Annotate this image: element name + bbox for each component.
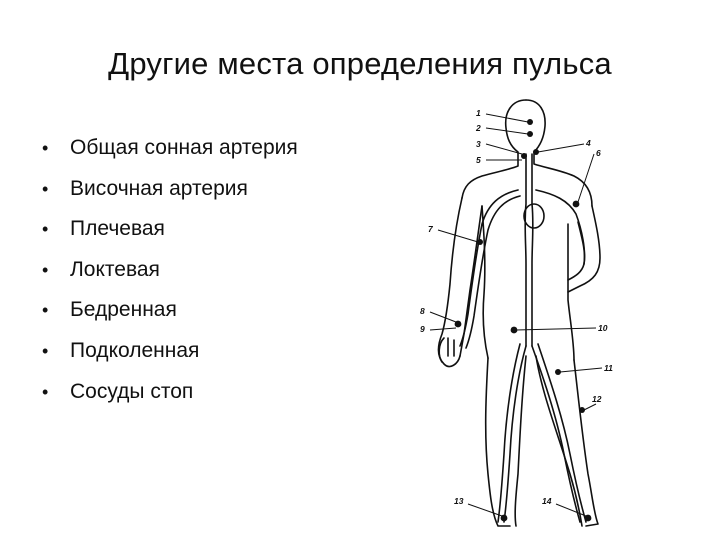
body-left-leg-outer (484, 357, 511, 527)
bullet-text: Общая сонная артерия (70, 136, 298, 159)
artery-right-arm (535, 189, 586, 265)
pulse-point (454, 320, 462, 328)
pulse-point (533, 149, 539, 155)
artery-aorta (524, 153, 527, 347)
artery-aorta-2 (531, 153, 534, 347)
pulse-point (521, 153, 527, 159)
pulse-point (500, 514, 508, 522)
pulse-point (579, 407, 585, 413)
figure-label: 7 (428, 224, 434, 234)
body-torso-right (567, 223, 575, 361)
artery-left-leg-2 (497, 343, 521, 523)
body-right-leg-inner (535, 355, 583, 527)
pulse-point (477, 239, 483, 245)
pulse-point (527, 119, 533, 125)
bullet-item: • Бедренная (42, 290, 298, 331)
pulse-point (510, 326, 518, 334)
figure-label: 13 (454, 496, 464, 506)
bullet-item: • Плечевая (42, 209, 298, 250)
body-left-arm-outer (437, 197, 463, 368)
bullet-text: Бедренная (70, 298, 177, 322)
leader-lines (429, 113, 603, 517)
figure-label: 12 (592, 394, 602, 404)
bullet-text: Плечевая (70, 217, 165, 241)
figure-label: 10 (598, 323, 608, 333)
heart-shape (523, 203, 545, 229)
artery-right-leg (531, 345, 581, 523)
bullet-text: Подколенная (70, 338, 200, 362)
bullet-item: • Сосуды стоп (42, 372, 298, 413)
bullet-text: Сосуды стоп (70, 379, 194, 403)
body-torso-left (481, 205, 489, 359)
pulse-points-figure: 1 2 3 5 4 6 7 8 9 10 11 12 13 14 (408, 94, 698, 536)
pulse-point (584, 514, 592, 522)
bullet-text: Височная артерия (70, 176, 248, 200)
body-head-outline (461, 99, 527, 199)
bullet-dot-icon: • (42, 340, 49, 361)
body-left-hand (438, 337, 455, 363)
bullet-dot-icon: • (42, 381, 49, 402)
artery-left-arm (459, 189, 519, 347)
slide-title: Другие места определения пульса (108, 46, 612, 81)
bullet-item: • Височная артерия (42, 169, 298, 210)
figure-label: 8 (420, 306, 425, 316)
body-left-leg-inner (514, 355, 527, 527)
artery-left-leg (503, 345, 527, 523)
figure-label: 14 (542, 496, 552, 506)
figure-label: 2 (475, 123, 481, 133)
pulse-points (454, 119, 592, 522)
human-body-arteries-diagram: 1 2 3 5 4 6 7 8 9 10 11 12 13 14 (420, 99, 613, 527)
bullet-list: •Общая сонная артерия •Височная артерия … (42, 128, 298, 412)
figure-label: 9 (420, 324, 425, 334)
bullet-dot-icon: • (42, 219, 49, 240)
figure-label: 11 (604, 363, 613, 373)
figure-label: 5 (476, 155, 481, 165)
body-right-leg-outer (573, 359, 599, 527)
bullet-item: • Подколенная (42, 331, 298, 372)
bullet-dot-icon: • (42, 138, 49, 158)
body-head-right (525, 99, 593, 207)
figure-label: 1 (476, 108, 481, 118)
body-right-arm-inner (567, 221, 586, 281)
pulse-point (527, 131, 533, 137)
bullet-dot-icon: • (42, 259, 49, 280)
artery-right-leg-2 (537, 343, 587, 523)
figure-label: 4 (585, 138, 591, 148)
pulse-point (555, 369, 561, 375)
body-right-arm-outer (567, 205, 601, 293)
bullet-dot-icon: • (42, 178, 49, 199)
bullet-item: • Общая сонная артерия (42, 128, 298, 169)
figure-label: 6 (596, 148, 601, 158)
bullet-dot-icon: • (42, 300, 49, 321)
pulse-point (572, 200, 580, 208)
bullet-text: Локтевая (70, 257, 160, 281)
figure-label: 3 (476, 139, 481, 149)
artery-left-arm-2 (465, 195, 521, 349)
bullet-item: • Локтевая (42, 250, 298, 291)
